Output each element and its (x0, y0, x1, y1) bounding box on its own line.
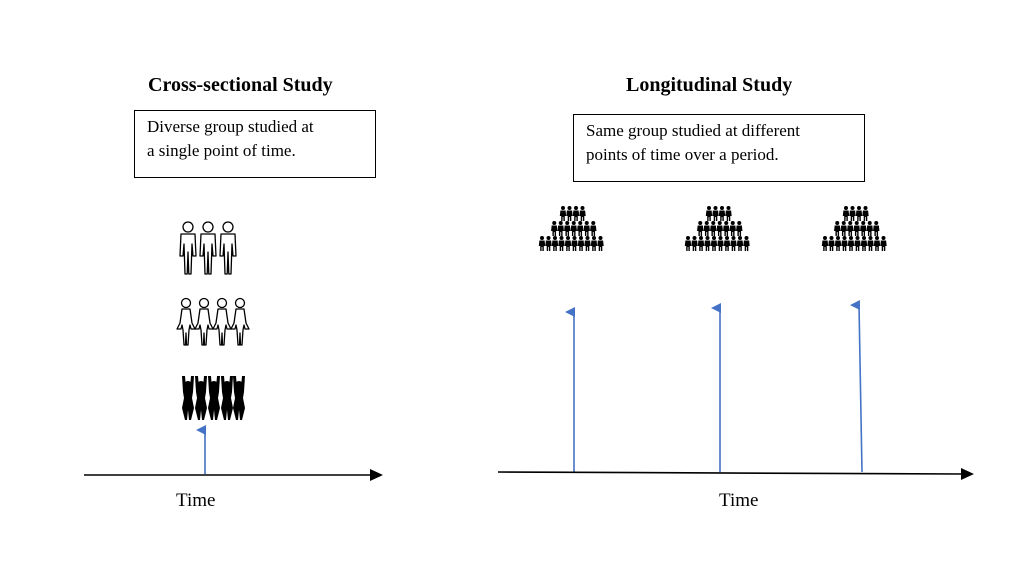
longitudinal-description-box: Same group studied at different points o… (573, 114, 865, 182)
longitudinal-point-arrow-3 (850, 299, 863, 473)
longitudinal-time-axis (497, 468, 974, 480)
cross-sectional-time-axis (84, 469, 383, 481)
people-pyramid-icon-1 (539, 206, 604, 251)
people-pyramid-icon-3 (822, 206, 887, 251)
cross-sectional-title: Cross-sectional Study (148, 74, 333, 96)
cross-sectional-description-box: Diverse group studied at a single point … (134, 110, 376, 178)
cheering-crowd-icon (182, 376, 245, 420)
male-outline-group-icon (179, 221, 237, 275)
longitudinal-title: Longitudinal Study (626, 74, 793, 96)
cross-sectional-description-line1: Diverse group studied at (147, 117, 314, 136)
longitudinal-time-label: Time (719, 490, 759, 511)
people-pyramid-icon-2 (685, 206, 750, 251)
longitudinal-description-line2: points of time over a period. (586, 145, 779, 164)
cross-sectional-description-line2: a single point of time. (147, 141, 296, 160)
female-outline-group-icon (176, 297, 250, 346)
cross-sectional-time-label: Time (176, 490, 216, 511)
longitudinal-description-line1: Same group studied at different (586, 121, 801, 140)
